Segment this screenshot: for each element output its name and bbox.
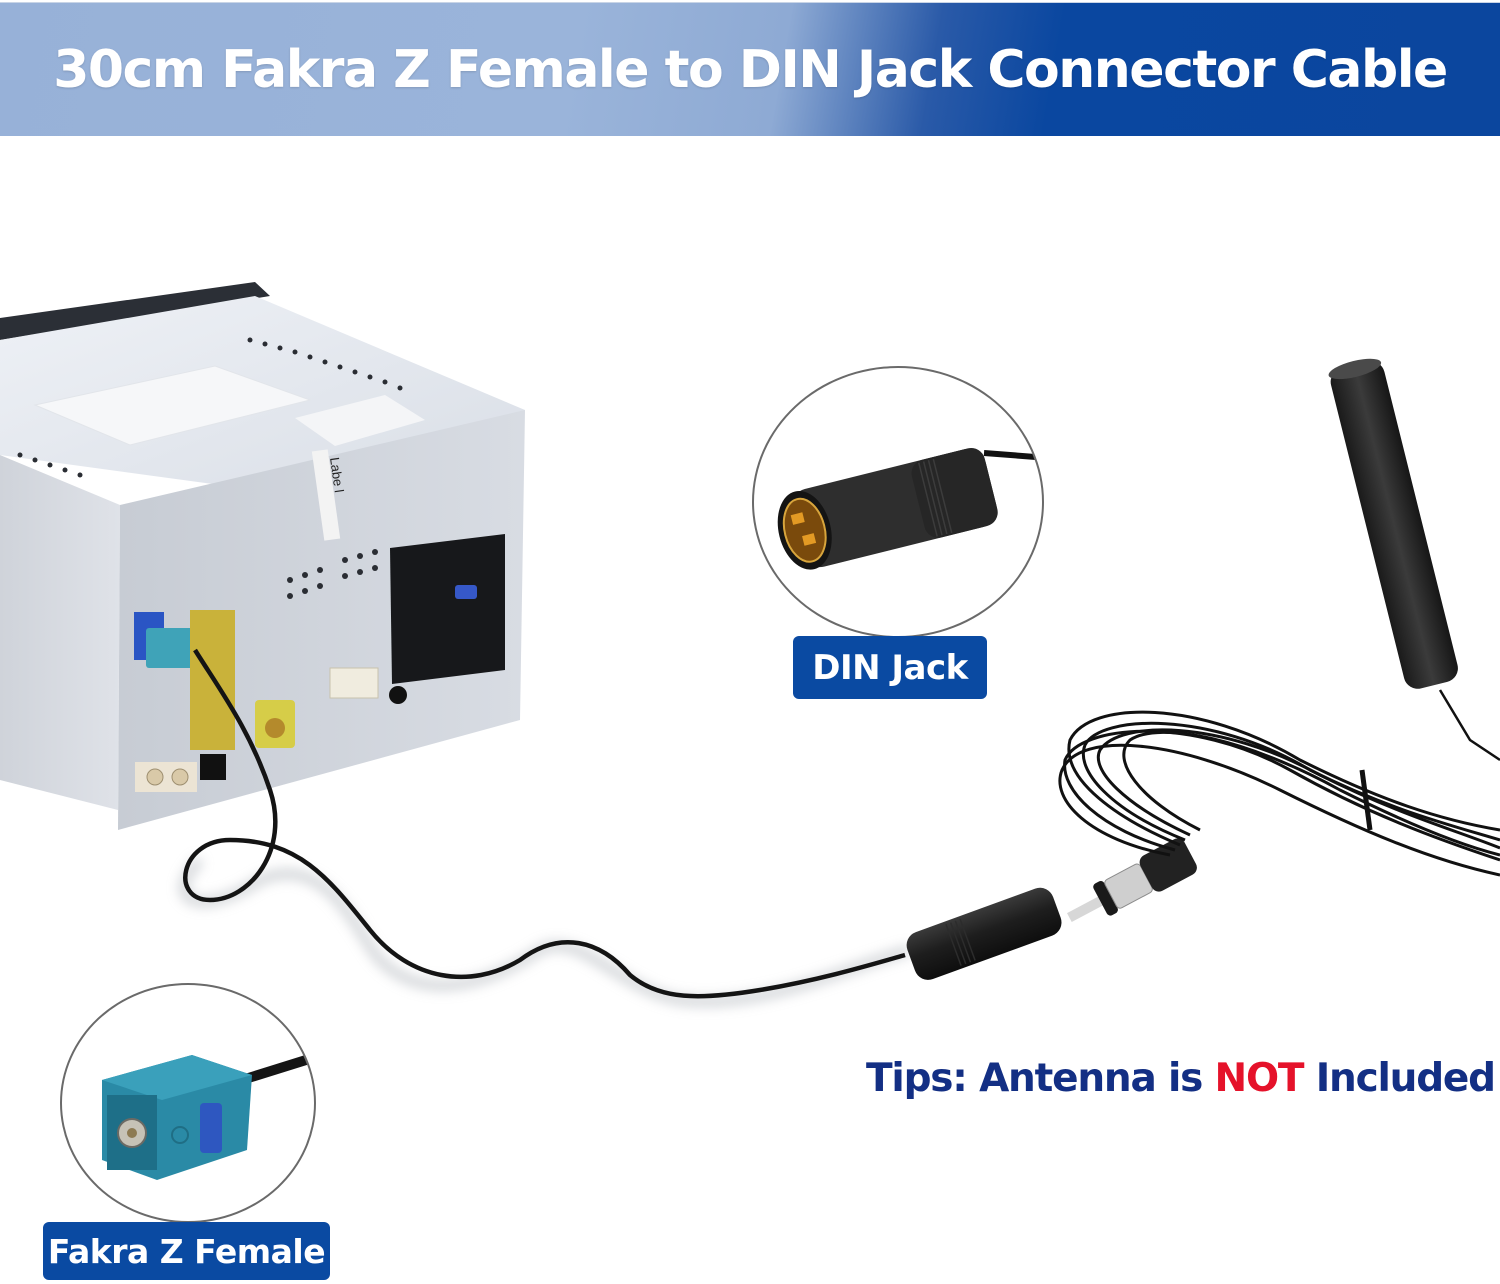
antenna-cable-coil — [1058, 689, 1500, 877]
din-jack-label: DIN Jack — [812, 647, 968, 688]
tip-emphasis: NOT — [1214, 1056, 1305, 1101]
title-banner: 30cm Fakra Z Female to DIN Jack Connecto… — [0, 2, 1500, 136]
car-radio-head-unit: Labe l — [0, 282, 525, 830]
fakra-female-badge: Fakra Z Female — [43, 1222, 330, 1280]
din-jack-badge: DIN Jack — [793, 636, 987, 699]
fakra-z-female-connector-icon — [102, 1052, 314, 1180]
tip-suffix: Included — [1303, 1056, 1496, 1101]
product-photo-illustration: Labe l — [0, 282, 1500, 1007]
page-title: 30cm Fakra Z Female to DIN Jack Connecto… — [53, 40, 1448, 100]
antenna-rod — [1328, 358, 1458, 689]
antenna-din-plug — [1067, 838, 1197, 922]
din-jack-connector-icon — [777, 447, 1042, 570]
fakra-female-label: Fakra Z Female — [47, 1231, 326, 1271]
antenna-not-included-tip: Tips: Antenna is NOT Included — [866, 1056, 1496, 1112]
product-scene: Labe l — [0, 136, 1500, 1284]
coax-cable — [183, 648, 906, 999]
label-sticker-text: Labe l — [327, 456, 347, 493]
fakra-female-callout-image — [60, 983, 316, 1223]
din-jack-callout-image — [752, 366, 1044, 638]
din-jack-inline-connector — [906, 887, 1062, 980]
tip-prefix: Tips: Antenna is — [866, 1056, 1215, 1101]
